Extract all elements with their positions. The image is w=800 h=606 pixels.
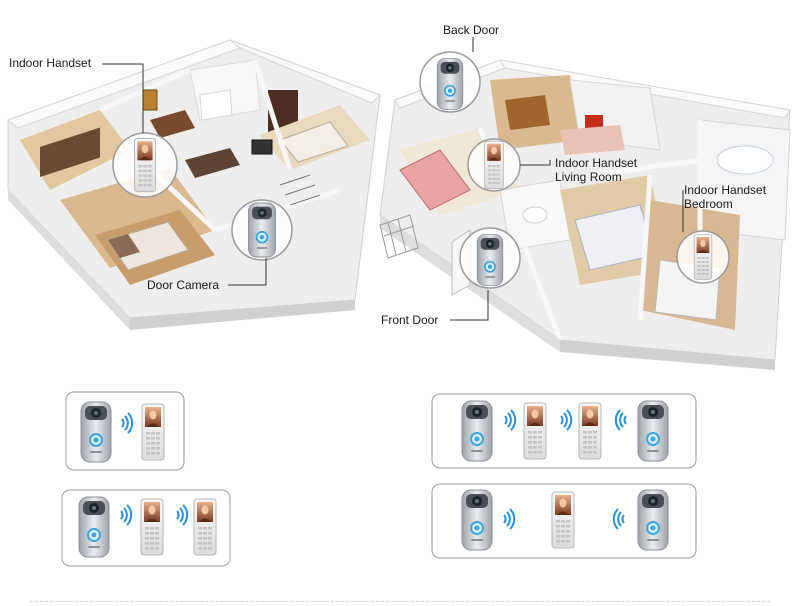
label-indoor-handset: Indoor Handset [9, 56, 91, 70]
config-3-two-cameras-two-handsets [432, 394, 696, 468]
door-camera-icon [638, 401, 668, 461]
label-line: Indoor Handset [555, 156, 637, 170]
door-camera-icon [79, 497, 109, 557]
config-4-two-cameras-one-handset [432, 484, 696, 558]
indoor-handset-icon [141, 499, 163, 555]
config-1-camera-to-handset [66, 392, 184, 470]
indoor-handset-icon [524, 403, 546, 459]
label-door-camera: Door Camera [147, 278, 219, 292]
label-indoor-handset-bedroom: Indoor Handset Bedroom [684, 183, 766, 211]
config-2-camera-to-two-handsets [62, 490, 230, 566]
label-back-door: Back Door [443, 23, 499, 37]
door-camera-icon [462, 490, 492, 550]
label-front-door: Front Door [381, 313, 438, 327]
label-line: Indoor Handset [684, 183, 766, 197]
door-camera-icon [462, 401, 492, 461]
indoor-handset-icon [579, 403, 601, 459]
label-line: Bedroom [684, 197, 766, 211]
label-line: Living Room [555, 170, 637, 184]
indoor-handset-icon [142, 404, 164, 460]
indoor-handset-icon [194, 499, 216, 555]
indoor-handset-icon [552, 492, 574, 548]
label-indoor-handset-living-room: Indoor Handset Living Room [555, 156, 637, 184]
footer-divider [30, 601, 770, 602]
door-camera-icon [81, 402, 111, 462]
door-camera-icon [638, 490, 668, 550]
